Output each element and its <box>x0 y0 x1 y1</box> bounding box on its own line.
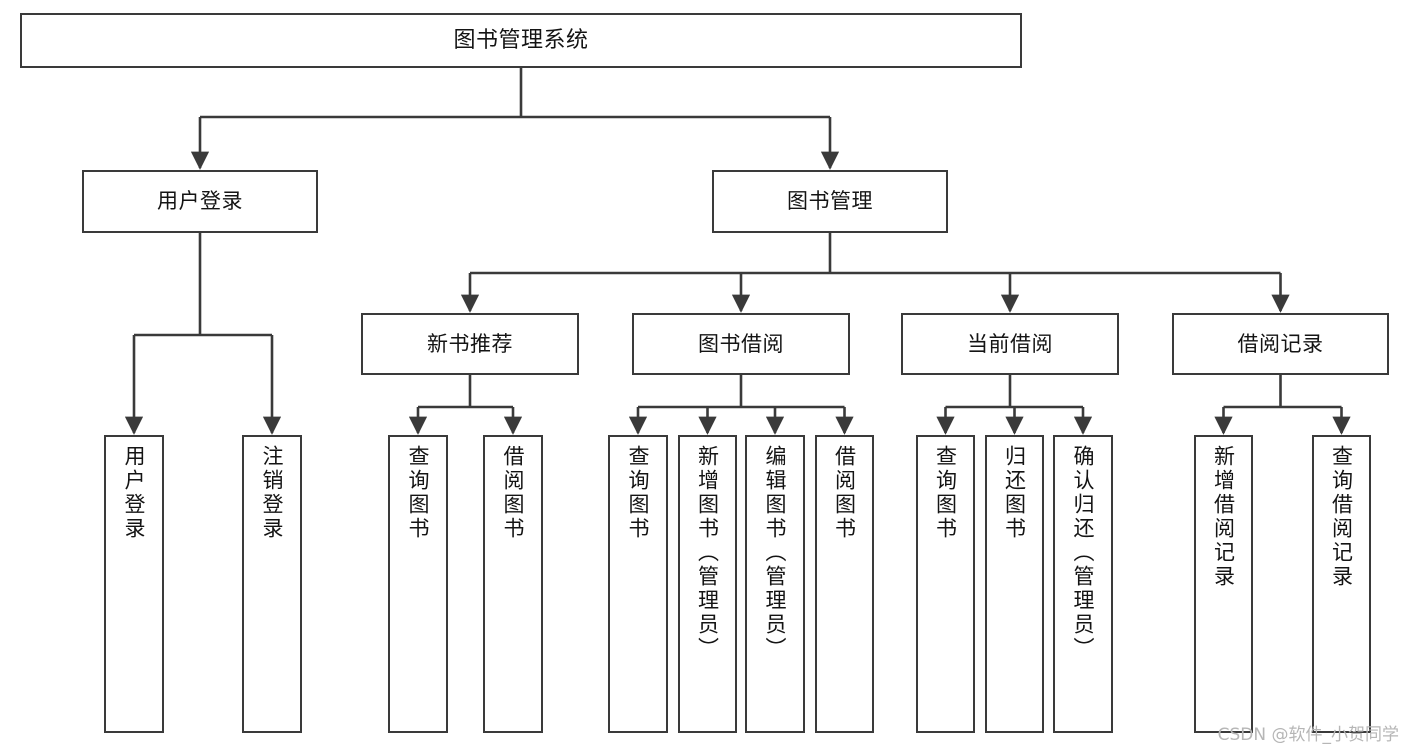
node-label: 编辑图书（管理员） <box>763 445 788 661</box>
node-c-confirm[interactable]: 确认归还（管理员） <box>1053 435 1113 733</box>
node-r-query[interactable]: 查询借阅记录 <box>1312 435 1371 733</box>
node-label: 图书借阅 <box>698 331 784 356</box>
node-label: 借阅图书 <box>832 445 857 541</box>
node-label: 当前借阅 <box>967 331 1053 356</box>
node-label: 确认归还（管理员） <box>1071 445 1096 661</box>
node-label: 新书推荐 <box>427 331 513 356</box>
node-label: 查询图书 <box>626 445 651 541</box>
node-n-query[interactable]: 查询图书 <box>388 435 448 733</box>
node-c-query[interactable]: 查询图书 <box>916 435 975 733</box>
node-label: 图书管理 <box>787 189 873 214</box>
node-label: 新增借阅记录 <box>1211 445 1236 589</box>
node-n-borrow[interactable]: 借阅图书 <box>483 435 543 733</box>
node-root[interactable]: 图书管理系统 <box>20 13 1022 68</box>
node-label: 借阅记录 <box>1237 331 1324 356</box>
node-label: 查询图书 <box>406 445 431 541</box>
node-c-return[interactable]: 归还图书 <box>985 435 1044 733</box>
csdn-watermark: CSDN @软件_小贺同学 <box>1217 725 1399 745</box>
node-current[interactable]: 当前借阅 <box>901 313 1119 375</box>
node-label: 归还图书 <box>1002 445 1027 541</box>
node-login[interactable]: 用户登录 <box>82 170 318 233</box>
node-label: 查询借阅记录 <box>1329 445 1354 589</box>
edge-lines <box>124 68 1351 435</box>
node-l-logout[interactable]: 注销登录 <box>242 435 302 733</box>
node-label: 用户登录 <box>157 189 243 214</box>
node-label: 新增图书（管理员） <box>695 445 720 661</box>
node-b-add[interactable]: 新增图书（管理员） <box>678 435 737 733</box>
node-label: 图书管理系统 <box>453 27 589 53</box>
node-b-borrow[interactable]: 借阅图书 <box>815 435 874 733</box>
node-l-login[interactable]: 用户登录 <box>104 435 164 733</box>
node-bookmgmt[interactable]: 图书管理 <box>712 170 948 233</box>
node-label: 用户登录 <box>122 445 147 541</box>
node-b-query[interactable]: 查询图书 <box>608 435 668 733</box>
node-r-add[interactable]: 新增借阅记录 <box>1194 435 1253 733</box>
node-borrow[interactable]: 图书借阅 <box>632 313 850 375</box>
node-label: 查询图书 <box>933 445 958 541</box>
node-newbook[interactable]: 新书推荐 <box>361 313 579 375</box>
node-label: 借阅图书 <box>501 445 526 541</box>
node-records[interactable]: 借阅记录 <box>1172 313 1389 375</box>
node-label: 注销登录 <box>260 445 285 541</box>
node-b-edit[interactable]: 编辑图书（管理员） <box>745 435 805 733</box>
